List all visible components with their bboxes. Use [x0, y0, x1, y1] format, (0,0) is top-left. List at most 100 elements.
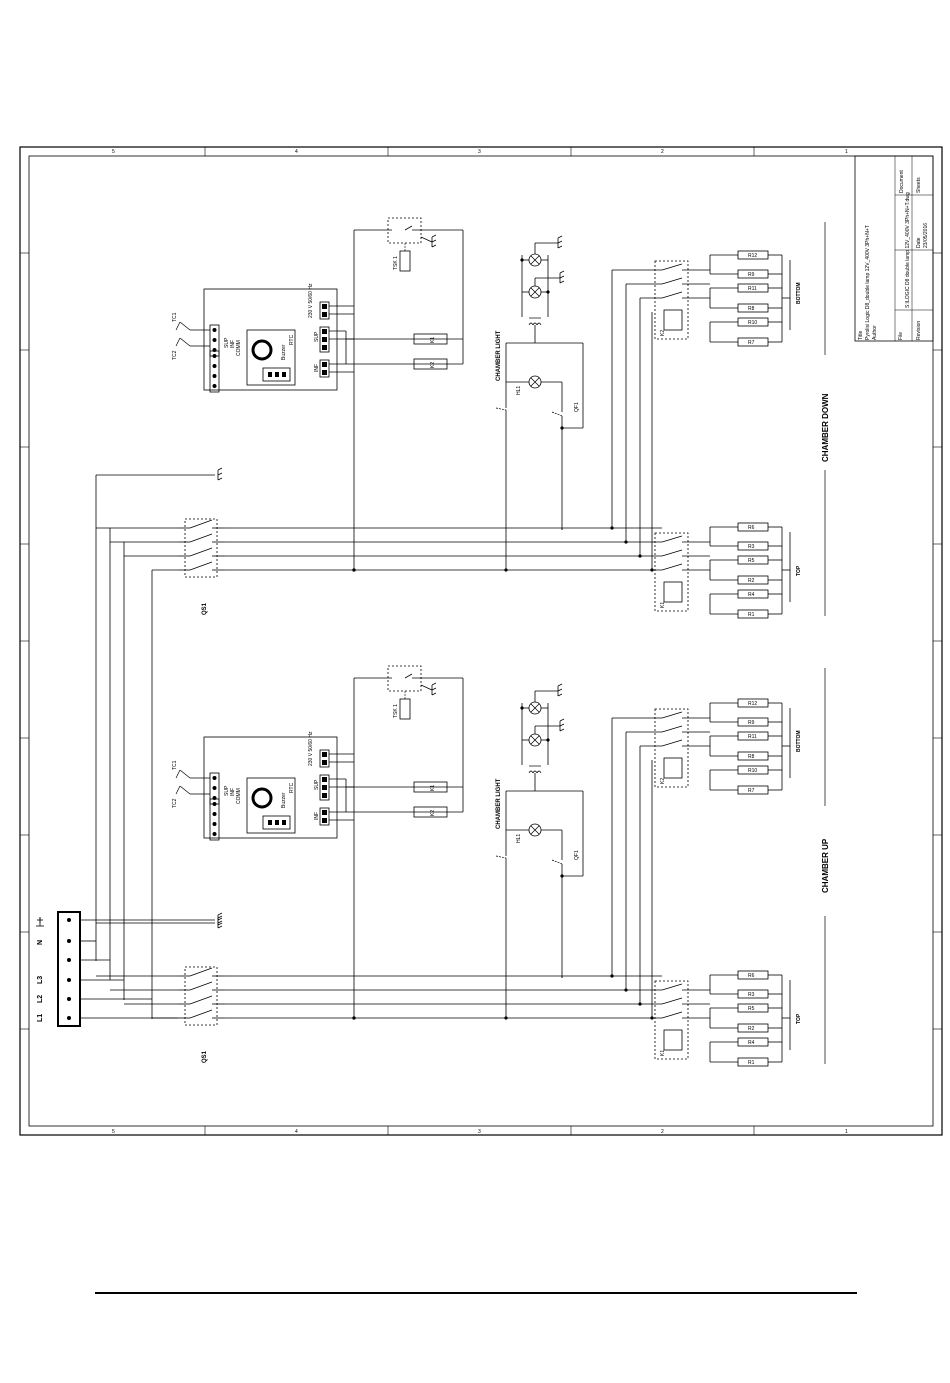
wire — [431, 239, 437, 243]
resistor-label: R12 — [748, 701, 757, 707]
wire — [661, 983, 683, 991]
col-label: 5 — [112, 149, 115, 155]
terminal-screw — [212, 364, 217, 368]
terminal-screw — [212, 384, 217, 388]
col-label: 2 — [661, 149, 664, 155]
revision-label: Revision — [916, 321, 922, 340]
wire — [661, 1011, 683, 1019]
wire — [404, 225, 413, 231]
coil-k1 — [413, 781, 448, 793]
display-panel — [246, 329, 296, 386]
coil-k1-label: K1 — [430, 337, 436, 343]
wire — [557, 688, 563, 692]
thermostat-label: TSK 1 — [393, 704, 399, 718]
resistor-label: R8 — [748, 754, 755, 760]
col-label: 1 — [845, 149, 848, 155]
wire — [217, 915, 223, 919]
resistor-label: R6 — [748, 525, 755, 531]
thermostat-sensor — [399, 250, 411, 272]
terminal-l3-label: L3 — [37, 976, 44, 984]
wire — [557, 683, 563, 687]
wire — [557, 240, 563, 244]
wire — [530, 287, 540, 297]
wire — [189, 1009, 213, 1019]
terminal-strip — [319, 807, 330, 826]
bank-label: BOTTOM — [796, 730, 802, 752]
jumper-block — [262, 367, 291, 382]
supply-feeders — [80, 475, 223, 1019]
terminal-strip — [319, 749, 330, 768]
lamp-hl1-label: HL1 — [516, 386, 522, 395]
lamp-hl1-label: HL1 — [516, 834, 522, 843]
resistor-label: R4 — [748, 592, 755, 598]
junction-dot — [504, 568, 508, 572]
wire — [404, 673, 413, 679]
tc2-label: TC2 — [172, 350, 178, 360]
jumper-pin — [268, 820, 272, 825]
chamber-up-title: CHAMBER UP — [821, 838, 830, 893]
title-block: Title Pyrolisi Logic D8_double lamp 12V_… — [854, 155, 934, 342]
title-value: Pyrolisi Logic D8_double lamp 12V_400V 3… — [865, 225, 871, 340]
wire — [217, 925, 223, 929]
wire — [179, 785, 191, 795]
junction-dot — [546, 290, 550, 294]
resistor-label: R11 — [748, 286, 757, 292]
resistor-label: R5 — [748, 558, 755, 564]
power-label: 230 V 50/60 Hz — [308, 283, 314, 318]
wire — [217, 477, 223, 481]
wire — [661, 535, 683, 543]
transformer-coil — [536, 322, 542, 326]
coil-k2 — [413, 358, 448, 370]
lamp-switch-label: QF1 — [574, 850, 580, 860]
coil-k2-label: K2 — [430, 362, 436, 368]
resistor-label: R6 — [748, 973, 755, 979]
supply-terminal-block: L1 L2 L3 N — [36, 911, 81, 1027]
light-circuit: HL1 CHAMBER LIGHT QF1 — [495, 235, 584, 570]
lamp-switch-label: QF1 — [574, 402, 580, 412]
terminal-n-label: N — [37, 940, 44, 945]
frame-column-labels: 5 4 3 2 1 5 4 3 2 1 — [112, 149, 848, 1135]
wire — [661, 277, 683, 285]
output-sup-label: SUP — [314, 779, 320, 790]
resistor-label: R4 — [748, 1040, 755, 1046]
buzzer-icon — [251, 787, 273, 809]
terminal-screw — [212, 338, 217, 342]
jumper-pin — [275, 372, 279, 377]
sheets-label: Sheets — [916, 177, 922, 193]
thermostat-sensor — [399, 698, 411, 720]
controller-box — [203, 288, 338, 391]
wire — [559, 270, 565, 274]
thermostat-box — [387, 665, 422, 692]
wire — [431, 687, 437, 691]
wire — [551, 859, 563, 865]
wire — [661, 997, 683, 1005]
wire — [175, 769, 181, 779]
document-label: Document — [899, 170, 905, 193]
jumper-block — [262, 815, 291, 830]
terminal-screw — [212, 374, 217, 378]
main-switch-label: QS1 — [202, 1050, 208, 1063]
junction-dot — [546, 738, 550, 742]
col-label: 5 — [112, 1129, 115, 1135]
chamber-light-label: CHAMBER LIGHT — [496, 330, 502, 381]
tc2-label: TC2 — [172, 798, 178, 808]
date-value: 23/05/2016 — [923, 223, 929, 248]
terminal-pad — [322, 345, 327, 350]
junction-dot — [352, 1016, 356, 1020]
input-inf-label: INF — [230, 788, 236, 796]
wire — [431, 692, 437, 696]
chamber-titles: CHAMBER DOWN CHAMBER UP — [821, 222, 830, 1064]
terminal-screw — [212, 354, 217, 358]
buzzer-label: Buzzer — [281, 344, 287, 360]
display-panel — [246, 777, 296, 834]
resistor-label: R2 — [748, 578, 755, 584]
resistor-label: R9 — [748, 272, 755, 278]
resistor-label: R7 — [748, 788, 755, 794]
wire — [661, 549, 683, 557]
